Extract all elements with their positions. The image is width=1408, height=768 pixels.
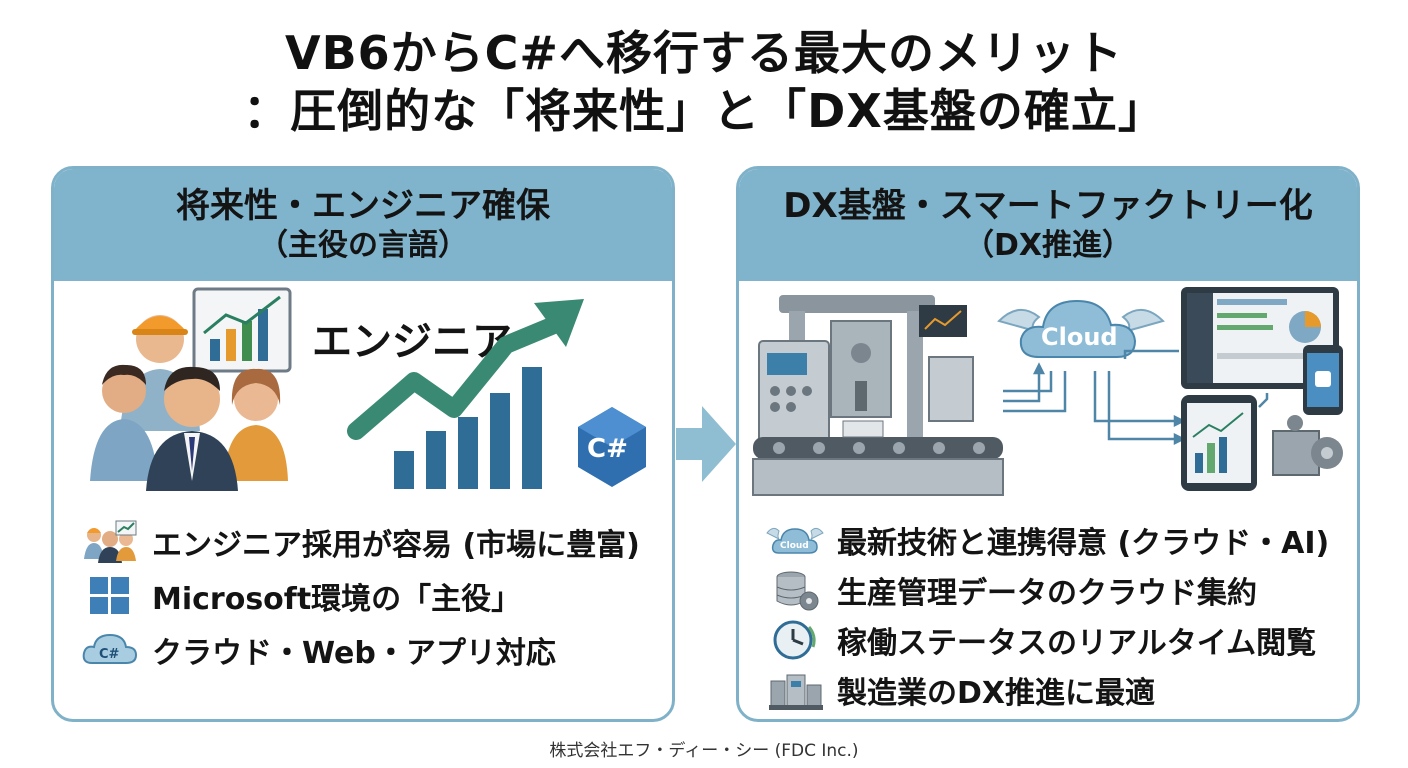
future-panel-heading: 将来性・エンジニア確保 — [176, 186, 550, 226]
main-title: VB6からC#へ移行する最大のメリット ：圧倒的な「将来性」と「DX基盤の確立」 — [0, 24, 1408, 140]
future-item-1-text: エンジニア採用が容易 (市場に豊富) — [152, 528, 640, 563]
database-gear-icon — [776, 571, 819, 611]
cloud-icon: Cloud — [766, 527, 824, 554]
list-item: 製造業のDX推進に最適 — [765, 665, 1329, 715]
title-line-2: ：圧倒的な「将来性」と「DX基盤の確立」 — [243, 84, 1165, 138]
csharp-logo-text: C# — [587, 434, 628, 464]
engineers-icon — [84, 520, 137, 563]
dx-item-1-text: 最新技術と連携得意 (クラウド・AI) — [837, 526, 1330, 561]
growth-bar-chart — [394, 367, 542, 489]
chart-board-icon — [192, 287, 292, 373]
dx-panel: DX基盤・スマートファクトリー化 （DX推進） — [736, 166, 1360, 722]
smartphone-icon — [1303, 345, 1343, 415]
future-item-2-text: Microsoft環境の「主役」 — [152, 582, 522, 617]
future-item-3-text: クラウド・Web・アプリ対応 — [152, 636, 556, 671]
factory-icon — [769, 674, 823, 710]
smart-factory-illustration: Cloud — [752, 287, 1343, 496]
list-item: 稼働ステータスのリアルタイム閲覧 — [765, 615, 1329, 665]
svg-text:C#: C# — [99, 647, 120, 662]
list-item: エンジニア採用が容易 (市場に豊富) — [80, 515, 640, 569]
future-panel-header: 将来性・エンジニア確保 （主役の言語） — [54, 169, 672, 281]
company-footer: 株式会社エフ・ディー・シー (FDC Inc.) — [549, 741, 859, 761]
list-item: 生産管理データのクラウド集約 — [765, 565, 1329, 615]
list-item: Microsoft環境の「主役」 — [80, 569, 640, 623]
dx-panel-subheading: （DX推進） — [963, 228, 1133, 263]
engineer-growth-illustration: エンジニア C# — [90, 287, 646, 491]
dx-item-3-text: 稼働ステータスのリアルタイム閲覧 — [837, 626, 1317, 661]
clock-icon — [773, 620, 816, 660]
cloud-icon-label: Cloud — [780, 541, 809, 551]
transition-arrow-icon — [676, 406, 736, 482]
dx-item-2-text: 生産管理データのクラウド集約 — [837, 576, 1257, 611]
title-line-1: VB6からC#へ移行する最大のメリット — [285, 26, 1123, 80]
dx-panel-heading: DX基盤・スマートファクトリー化 — [783, 186, 1313, 226]
growth-arrow-icon — [347, 299, 584, 440]
factory-machine-icon — [752, 295, 1004, 496]
future-panel-subheading: （主役の言語） — [258, 228, 468, 263]
dashboard-screen-icon — [1181, 287, 1339, 389]
list-item: Cloud 最新技術と連携得意 (クラウド・AI) — [765, 515, 1329, 565]
dx-panel-header: DX基盤・スマートファクトリー化 （DX推進） — [739, 169, 1357, 281]
engineer-label: エンジニア — [312, 319, 512, 365]
data-flow-arrows — [1003, 349, 1269, 446]
cloud-label: Cloud — [1041, 323, 1118, 351]
gear-machine-icon — [1272, 415, 1343, 476]
future-panel: 将来性・エンジニア確保 （主役の言語） — [51, 166, 675, 722]
dx-item-4-text: 製造業のDX推進に最適 — [837, 676, 1156, 711]
dx-benefits-list: Cloud 最新技術と連携得意 (クラウド・AI) 生産管理データのクラウド集約… — [765, 515, 1329, 715]
tablet-icon — [1181, 395, 1257, 491]
list-item: C# クラウド・Web・アプリ対応 — [80, 623, 640, 677]
cloud-csharp-icon: C# — [82, 633, 138, 664]
csharp-logo-icon: C# — [578, 407, 646, 487]
engineers-group-icon — [90, 315, 288, 491]
cloud-icon: Cloud — [997, 299, 1165, 358]
future-benefits-list: エンジニア採用が容易 (市場に豊富) Microsoft環境の「主役」 C# ク… — [80, 515, 640, 677]
windows-icon — [90, 577, 129, 614]
